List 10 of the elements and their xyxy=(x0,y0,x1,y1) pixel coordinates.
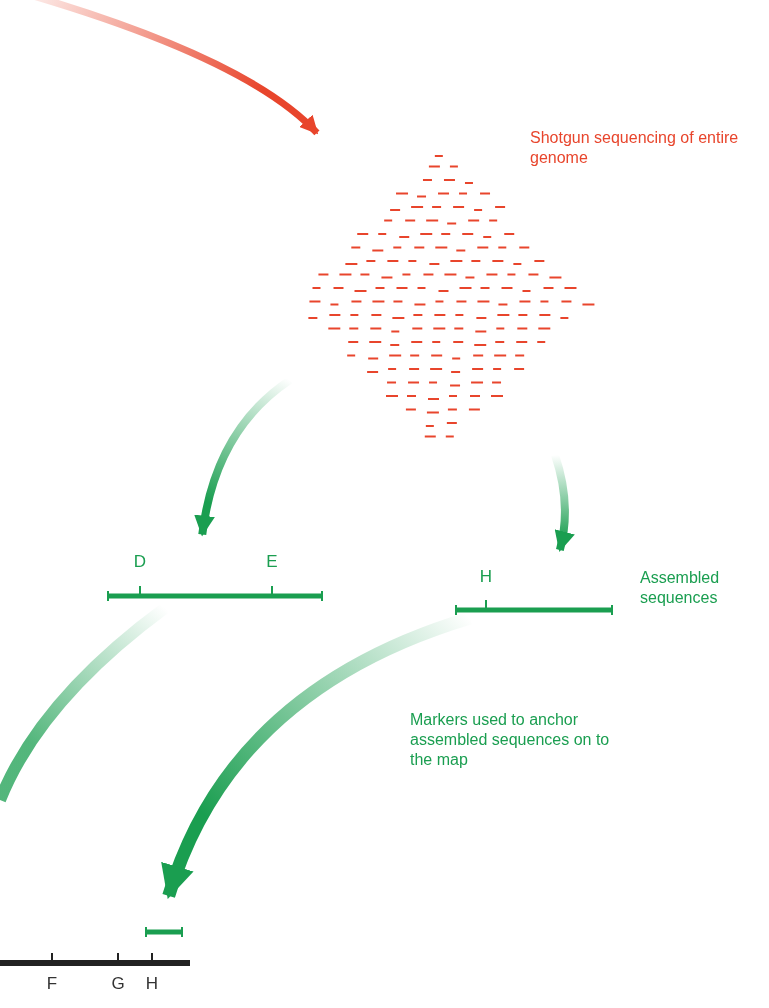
annotation-text: Shotgun sequencing of entire genome xyxy=(530,128,740,168)
annotation-text: Assembled sequences xyxy=(640,568,721,608)
marker-label: E xyxy=(266,553,278,571)
annotation-text: Markers used to anchor assembled sequences on to the map xyxy=(410,710,610,770)
marker-label: H xyxy=(145,975,159,993)
sequence-segment xyxy=(143,925,185,939)
marker-label: H xyxy=(479,568,493,586)
marker-label: D xyxy=(133,553,147,571)
marker-label: G xyxy=(111,975,125,993)
marker-label: F xyxy=(46,975,58,993)
